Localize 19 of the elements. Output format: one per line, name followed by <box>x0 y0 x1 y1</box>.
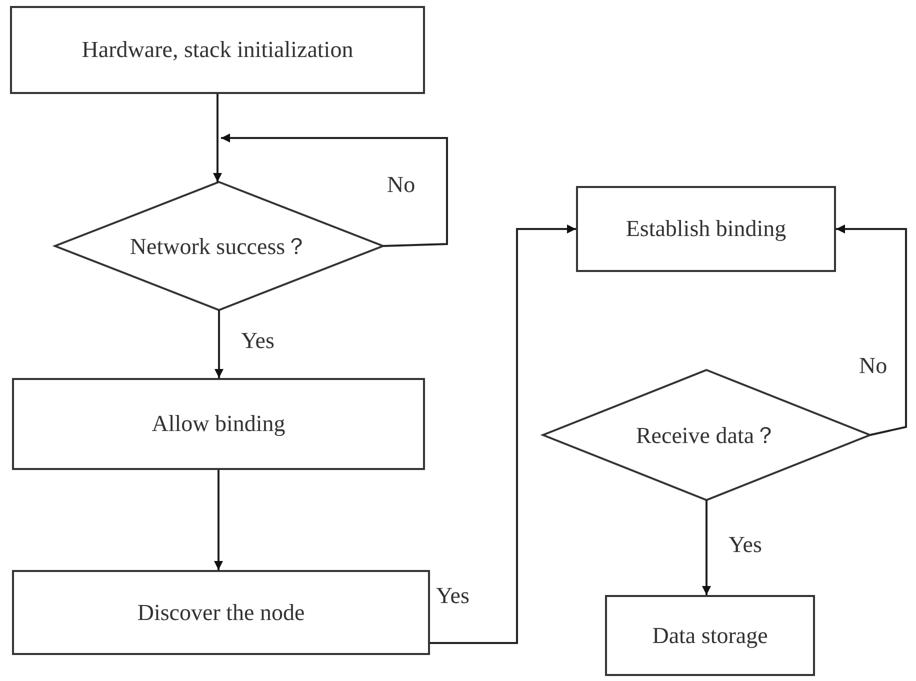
arrow <box>702 500 711 595</box>
node-text: Allow binding <box>152 411 286 437</box>
node-text: Establish binding <box>626 216 786 242</box>
node-text: Network success？ <box>130 232 308 260</box>
arrow <box>213 94 222 182</box>
process-box <box>10 6 425 94</box>
node-text: Discover the node <box>137 600 305 626</box>
arrow <box>430 224 576 644</box>
node-text: Receive data？ <box>636 422 778 450</box>
process-box <box>12 570 430 655</box>
process-box <box>576 186 836 272</box>
arrow <box>214 470 223 570</box>
arrow <box>836 224 907 436</box>
arrow <box>221 134 448 247</box>
node-text: Hardware, stack initialization <box>82 37 354 63</box>
node-text: Data storage <box>652 622 768 648</box>
arrow <box>214 310 224 378</box>
process-box <box>605 595 815 676</box>
process-box <box>12 378 425 470</box>
